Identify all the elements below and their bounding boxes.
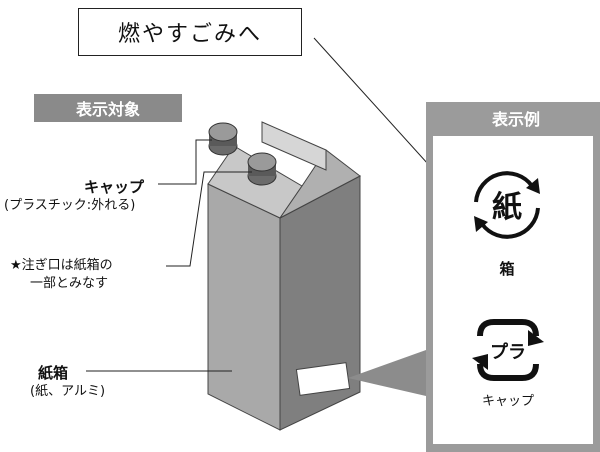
- carton-sub-label: (紙、アルミ): [30, 384, 106, 399]
- top-box-text: 燃やすごみへ: [117, 22, 262, 47]
- leader-line-cap: [158, 139, 212, 185]
- carton-title-label: 紙箱: [38, 364, 69, 382]
- cap-sub-label: (プラスチック:外れる): [4, 198, 136, 213]
- cap-upper: [208, 122, 238, 156]
- top-box: 燃やすごみへ: [78, 8, 302, 56]
- paper-mark-caption: 箱: [499, 260, 515, 278]
- target-tag: 表示対象: [34, 94, 182, 122]
- cap-title-label: キャップ: [84, 178, 145, 196]
- plastic-mark-arrow-right: [528, 330, 544, 346]
- plastic-mark-arrow-left: [472, 354, 488, 370]
- paper-mark-arrow-upper: [526, 178, 540, 194]
- plastic-recycle-mark: プラ: [472, 319, 544, 381]
- paper-recycle-mark: 紙: [474, 171, 540, 239]
- milk-carton: [207, 121, 361, 431]
- plastic-mark-symbol: プラ: [490, 341, 526, 363]
- plastic-mark-caption: キャップ: [481, 394, 534, 409]
- cap-lower: [247, 152, 277, 186]
- paper-mark-symbol: 紙: [492, 190, 522, 225]
- spout-note-line1: ★注ぎ口は紙箱の: [10, 258, 113, 273]
- carton-fin: [261, 121, 327, 171]
- leader-line-spout: [166, 171, 252, 267]
- example-tag-label: 表示例: [491, 110, 540, 129]
- paper-mark-arc-upper: [474, 171, 534, 203]
- example-tag: 表示例: [426, 102, 600, 134]
- spout-note-line2: 一部とみなす: [30, 276, 109, 291]
- target-tag-label: 表示対象: [75, 100, 140, 119]
- example-panel-inner: [433, 136, 593, 444]
- paper-mark-arrow-lower: [474, 216, 488, 232]
- carton-front: [207, 183, 281, 431]
- carton-label-window: [295, 362, 351, 396]
- callout-wedge: [348, 350, 426, 396]
- paper-mark-arc-lower: [480, 207, 540, 239]
- plastic-mark-frame: [477, 319, 539, 381]
